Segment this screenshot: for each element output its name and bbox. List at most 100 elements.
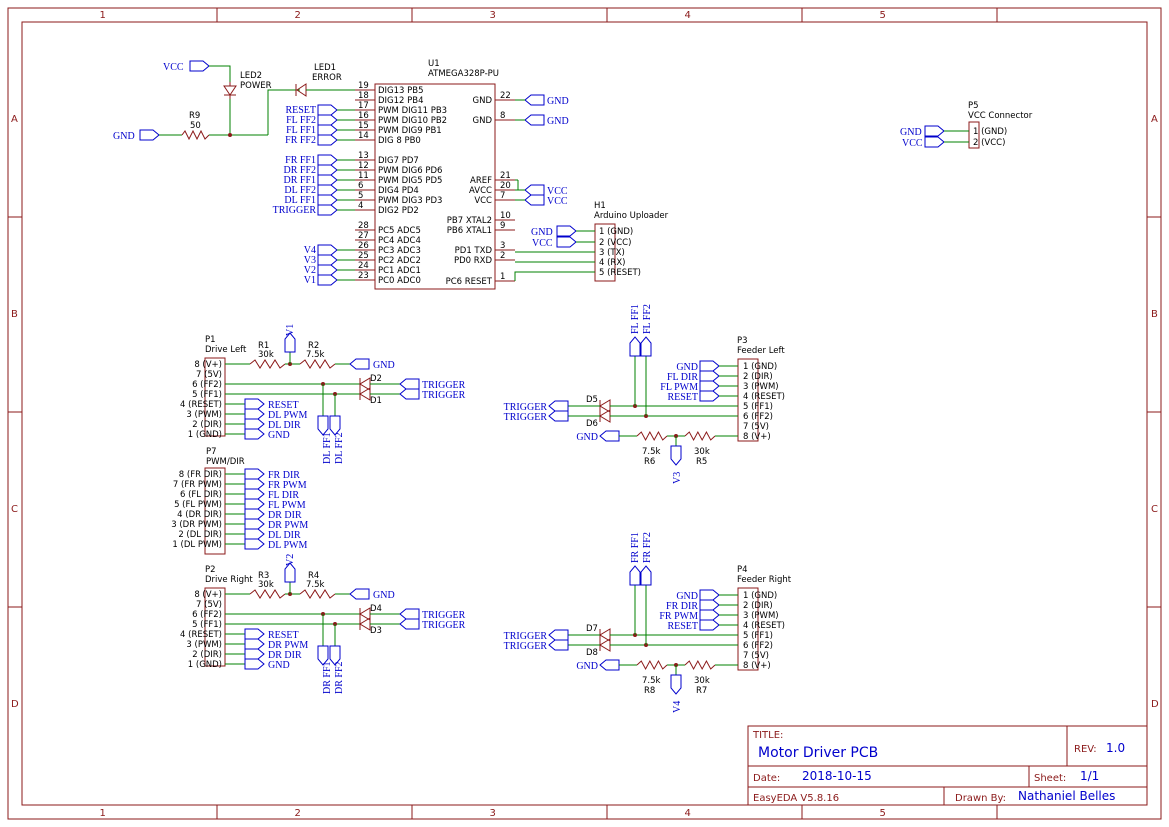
p1-gnd-label: GND	[373, 360, 395, 371]
p2-ref: P2	[205, 565, 216, 575]
p7-net-port-icon	[244, 478, 265, 490]
p3-d-bot: D6	[586, 419, 598, 429]
p2-pin-label: 7 (5V)	[196, 600, 222, 610]
p7-net-port-icon	[244, 468, 265, 480]
p1-pin-label: 5 (FF1)	[192, 390, 222, 400]
p3-connector-body	[737, 358, 759, 442]
p3-diode-bot-icon	[599, 409, 611, 423]
drawn-by-label: Drawn By:	[955, 793, 1006, 804]
u1-pin-name: DIG2 PD2	[378, 206, 419, 216]
p1-name: Drive Left	[205, 345, 247, 355]
p4-ff1-label: FR FF1	[630, 532, 641, 563]
p7-ref: P7	[206, 447, 217, 457]
p1-pin-label: 1 (GND)	[188, 430, 222, 440]
p4-ff2-label: FR FF2	[642, 532, 653, 563]
u1-pin-number: 26	[358, 241, 369, 251]
r9-value: 50	[190, 121, 201, 131]
u1-pin-number: 12	[358, 161, 369, 171]
p7-net-label: FR PWM	[268, 480, 307, 491]
row-mark-left: C	[11, 504, 18, 515]
p1-ff1-label: DL FF1	[322, 432, 333, 464]
u1-net-label: V4	[304, 245, 316, 256]
p3-net-label: RESET	[667, 392, 698, 403]
u1-power-net-label: VCC	[547, 186, 568, 197]
u1-net-port-icon	[317, 254, 338, 266]
p1-net-label: DL DIR	[268, 420, 301, 431]
p7-net-port-icon	[244, 488, 265, 500]
p2-pin-label: 6 (FF2)	[192, 610, 222, 620]
p7-name: PWM/DIR	[206, 457, 245, 467]
u1-net-port-icon	[317, 164, 338, 176]
p2-net-port-icon	[244, 648, 265, 660]
col-mark-top: 2	[295, 10, 301, 21]
p2-gnd-port-icon	[349, 588, 370, 600]
h1-pin-label: 4 (RX)	[599, 258, 625, 268]
r9-resistor-icon	[181, 129, 210, 141]
p3-pin-label: 2 (DIR)	[743, 372, 773, 382]
u1-pin-name: PWM DIG5 PD5	[378, 176, 442, 186]
p7-net-port-icon	[244, 538, 265, 550]
p4-name: Feeder Right	[737, 575, 792, 585]
u1-pin-name: DIG 8 PB0	[378, 136, 421, 146]
u1-net-label: DL FF2	[284, 185, 316, 196]
col-mark-top: 5	[880, 10, 886, 21]
p2-ff1-label: DR FF1	[322, 661, 333, 694]
h1-pin-label: 2 (VCC)	[599, 238, 631, 248]
u1-pin-number: 14	[358, 131, 369, 141]
p3-gnd-label: GND	[576, 432, 598, 443]
p1-pin-label: 6 (FF2)	[192, 380, 222, 390]
p1-ff1-port-icon	[317, 415, 329, 436]
p4-pin-label: 4 (RESET)	[743, 621, 785, 631]
p2-r1-ref: R3	[258, 571, 269, 581]
p4-v-label: V4	[672, 701, 683, 713]
p4-net-label: FR PWM	[659, 611, 698, 622]
led2-ref: LED2	[240, 71, 262, 81]
p4-v-port-icon	[670, 674, 682, 695]
p1-diode-top-icon	[359, 377, 371, 391]
p3-r-a-icon	[636, 430, 668, 442]
h1-ref: H1	[594, 201, 606, 211]
power-section: VCC LED2 POWER GND R9 50 LED1 ERROR	[113, 60, 355, 142]
p2-net-label: DR DIR	[268, 650, 302, 661]
p2-trig-port-icon	[399, 618, 420, 630]
u1-net-port-icon	[317, 154, 338, 166]
p3-ff2-port-icon	[640, 336, 652, 357]
u1-net-label: RESET	[285, 105, 316, 116]
p1-gnd-port-icon	[349, 358, 370, 370]
u1-pin-number: 27	[358, 231, 369, 241]
u1-power-port-icon	[524, 94, 545, 106]
u1-net-port-icon	[317, 174, 338, 186]
u1-net-port-icon	[317, 104, 338, 116]
p4-rb-val: 30k	[694, 676, 710, 686]
p4-ff2-port-icon	[640, 565, 652, 586]
u1-net-label: DR FF2	[283, 165, 316, 176]
u1-pin-name: PWM DIG9 PB1	[378, 126, 442, 136]
p4-connector-body	[737, 587, 759, 671]
p1-pin-label: 2 (DIR)	[192, 420, 222, 430]
u1-net-port-icon	[317, 264, 338, 276]
p1-ff2-label: DL FF2	[334, 432, 345, 464]
p4-pin-label: 6 (FF2)	[743, 641, 773, 651]
p3-ff1-label: FL FF1	[630, 304, 641, 334]
p3-r-b-icon	[684, 430, 716, 442]
u1-net-port-icon	[317, 274, 338, 286]
p1-ref: P1	[205, 335, 216, 345]
u1-net-port-icon	[317, 124, 338, 136]
p3-gnd-port-icon	[599, 430, 620, 442]
p5-net-vcc: VCC	[902, 138, 923, 149]
p4-net-port-icon	[699, 619, 720, 631]
p7-pin-label: 6 (FL DIR)	[180, 490, 222, 500]
p7-net-port-icon	[244, 518, 265, 530]
col-mark-top: 1	[100, 10, 106, 21]
p4-gnd-label: GND	[576, 661, 598, 672]
p7-pin-label: 5 (FL PWM)	[174, 500, 222, 510]
p3-ff2-label: FL FF2	[642, 304, 653, 334]
p4-diode-bot-icon	[599, 638, 611, 652]
row-mark-right: B	[1151, 309, 1158, 320]
p3-pin-label: 3 (PWM)	[743, 382, 779, 392]
u1-pin-number: 17	[358, 101, 369, 111]
